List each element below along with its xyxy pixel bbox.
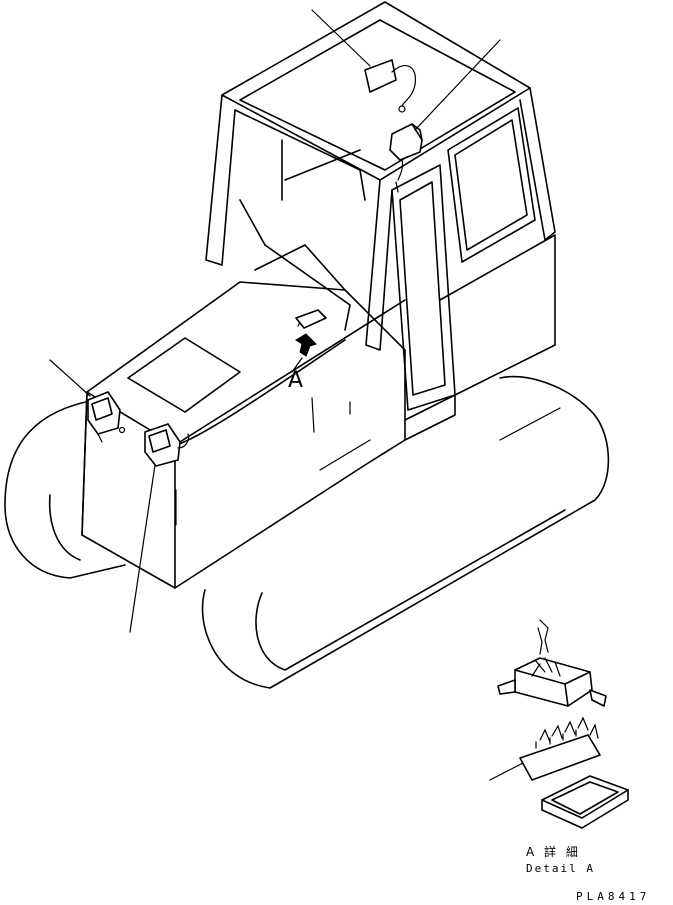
leader-lines [49,9,526,781]
detail-title-english: Detail A [526,862,595,875]
detail-a-connector [497,619,607,707]
hood-connector [295,309,327,329]
front-lamp-left [87,391,126,443]
drawing-number: PLA8417 [576,890,651,903]
rear-track [4,399,126,579]
callout-arrow [295,333,317,357]
detail-a-cover [541,775,629,829]
detail-title-japanese: A 詳 細 [526,845,581,859]
callout-label-a: A [288,368,304,393]
front-track [201,375,610,689]
operator-cab [205,1,556,441]
machine-body [81,281,406,589]
roof-lamp [364,59,417,113]
cab-side-lamp [389,123,423,193]
detail-a-terminals [519,716,601,781]
front-lamp-right [144,423,190,467]
